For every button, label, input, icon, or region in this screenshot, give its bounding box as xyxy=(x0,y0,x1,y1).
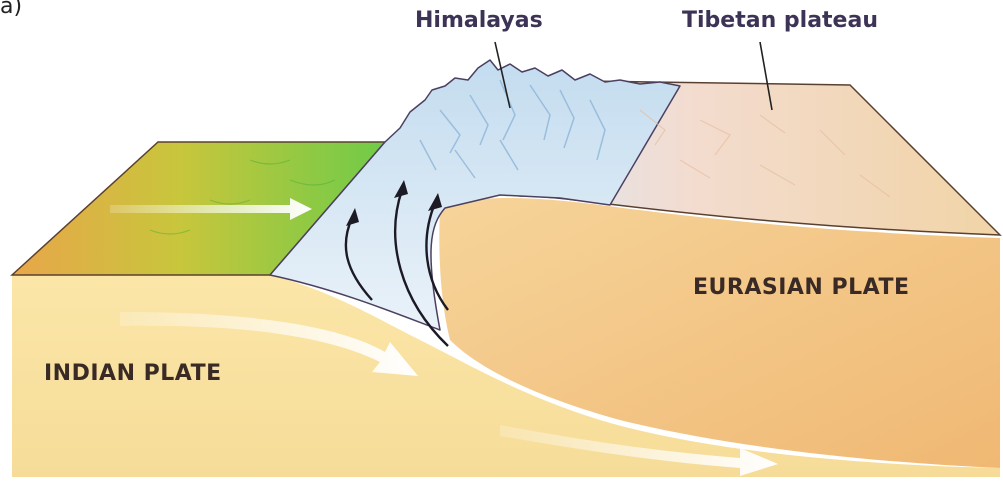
figure-panel-label: a) xyxy=(0,0,22,19)
tibetan-plateau-label: Tibetan plateau xyxy=(682,8,878,33)
himalayas-label: Himalayas xyxy=(415,8,543,33)
indian-plate-label: INDIAN PLATE xyxy=(44,361,222,386)
eurasian-plate-label: EURASIAN PLATE xyxy=(693,275,909,300)
